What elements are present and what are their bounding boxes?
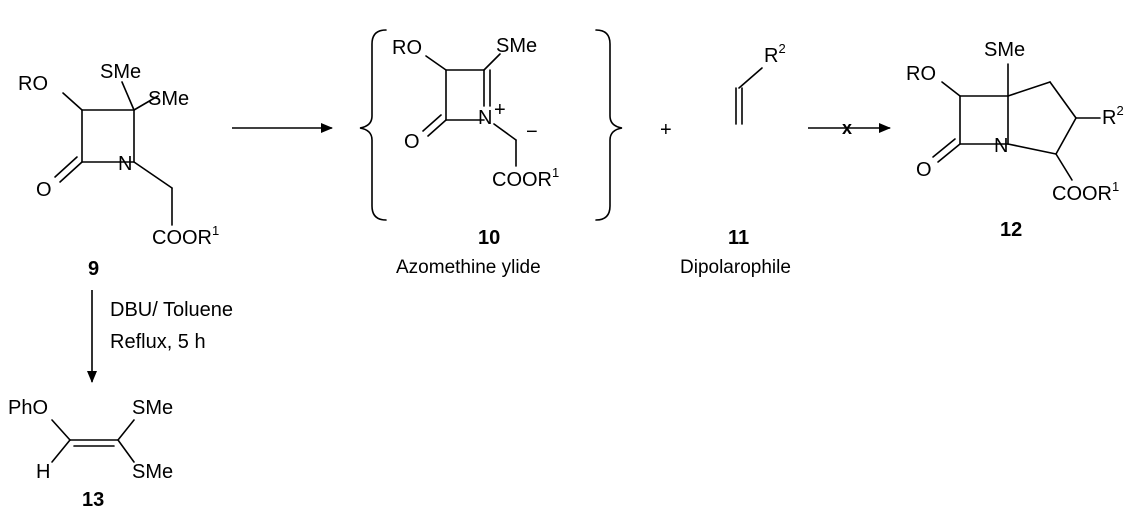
- bond: [483, 53, 501, 71]
- carbonyl-bond: [54, 156, 78, 178]
- bond: [1007, 81, 1051, 97]
- ro-label: RO: [18, 73, 48, 95]
- ester-label: COOR1: [492, 165, 559, 191]
- h-label: H: [36, 461, 50, 483]
- bond: [121, 81, 135, 111]
- compound-12: RO SMe O N R2 COOR1 12: [906, 39, 1124, 241]
- r-superscript: 2: [1116, 103, 1123, 118]
- oxygen-label: O: [916, 159, 932, 181]
- nitrogen-label: N: [118, 153, 132, 175]
- bond: [1007, 143, 1057, 155]
- ester-text: COOR: [492, 169, 552, 191]
- right-bracket: [595, 29, 623, 221]
- sme-label: SMe: [148, 88, 189, 110]
- bond: [62, 92, 83, 111]
- bond: [941, 81, 961, 97]
- compound-12-label: 12: [1000, 219, 1022, 241]
- r-text: R: [1102, 107, 1116, 129]
- bond: [1049, 81, 1077, 119]
- nitrogen-label: N: [478, 107, 492, 129]
- blocked-mark: x: [842, 118, 852, 138]
- bond: [117, 419, 135, 441]
- plus-charge: +: [494, 99, 506, 121]
- compound-13: PhO SMe H SMe 13: [8, 397, 173, 511]
- bond: [738, 67, 763, 89]
- carbonyl-bond: [59, 161, 83, 183]
- bond: [133, 161, 173, 189]
- conditions-line-1: DBU/ Toluene: [110, 299, 233, 321]
- compound-13-label: 13: [82, 489, 104, 511]
- minus-charge: −: [526, 121, 538, 143]
- sme-label: SMe: [984, 39, 1025, 61]
- r2-label: R2: [1102, 103, 1124, 129]
- bond: [425, 55, 447, 71]
- ester-superscript: 1: [1112, 179, 1119, 194]
- sme-label: SMe: [496, 35, 537, 57]
- ester-label: COOR1: [152, 223, 219, 249]
- compound-10: RO SMe O N + − COOR1 10 Azomethine ylide: [359, 29, 623, 278]
- ro-label: RO: [906, 63, 936, 85]
- carbonyl-bond: [937, 143, 961, 163]
- bond: [51, 419, 71, 441]
- compound-11: R2 11 Dipolarophile: [680, 41, 791, 278]
- ester-superscript: 1: [552, 165, 559, 180]
- oxygen-label: O: [36, 179, 52, 201]
- r2-label: R2: [764, 41, 786, 67]
- bond: [1055, 117, 1077, 155]
- sme-label: SMe: [132, 397, 173, 419]
- r-superscript: 2: [778, 41, 785, 56]
- compound-10-caption: Azomethine ylide: [396, 257, 541, 278]
- sme-label: SMe: [100, 61, 141, 83]
- ester-label: COOR1: [1052, 179, 1119, 205]
- plus-sign: +: [660, 119, 672, 141]
- carbonyl-bond: [932, 138, 956, 158]
- bond: [133, 95, 159, 111]
- compound-9-label: 9: [88, 258, 99, 280]
- ester-superscript: 1: [212, 223, 219, 238]
- compound-11-caption: Dipolarophile: [680, 257, 791, 278]
- compound-9: RO SMe SMe O N COOR1 9: [18, 61, 219, 280]
- ro-label: RO: [392, 37, 422, 59]
- left-bracket: [359, 29, 387, 221]
- bond: [1055, 153, 1073, 181]
- compound-11-label: 11: [728, 227, 749, 249]
- ester-text: COOR: [152, 227, 212, 249]
- compound-10-label: 10: [478, 227, 500, 249]
- bond: [51, 439, 71, 463]
- oxygen-label: O: [404, 131, 420, 153]
- bond: [493, 123, 517, 141]
- pho-label: PhO: [8, 397, 48, 419]
- r-text: R: [764, 45, 778, 67]
- nitrogen-label: N: [994, 135, 1008, 157]
- conditions-line-2: Reflux, 5 h: [110, 331, 206, 353]
- sme-label: SMe: [132, 461, 173, 483]
- carbonyl-bond: [427, 119, 447, 137]
- carbonyl-bond: [422, 114, 442, 132]
- bond: [117, 439, 135, 463]
- ester-text: COOR: [1052, 183, 1112, 205]
